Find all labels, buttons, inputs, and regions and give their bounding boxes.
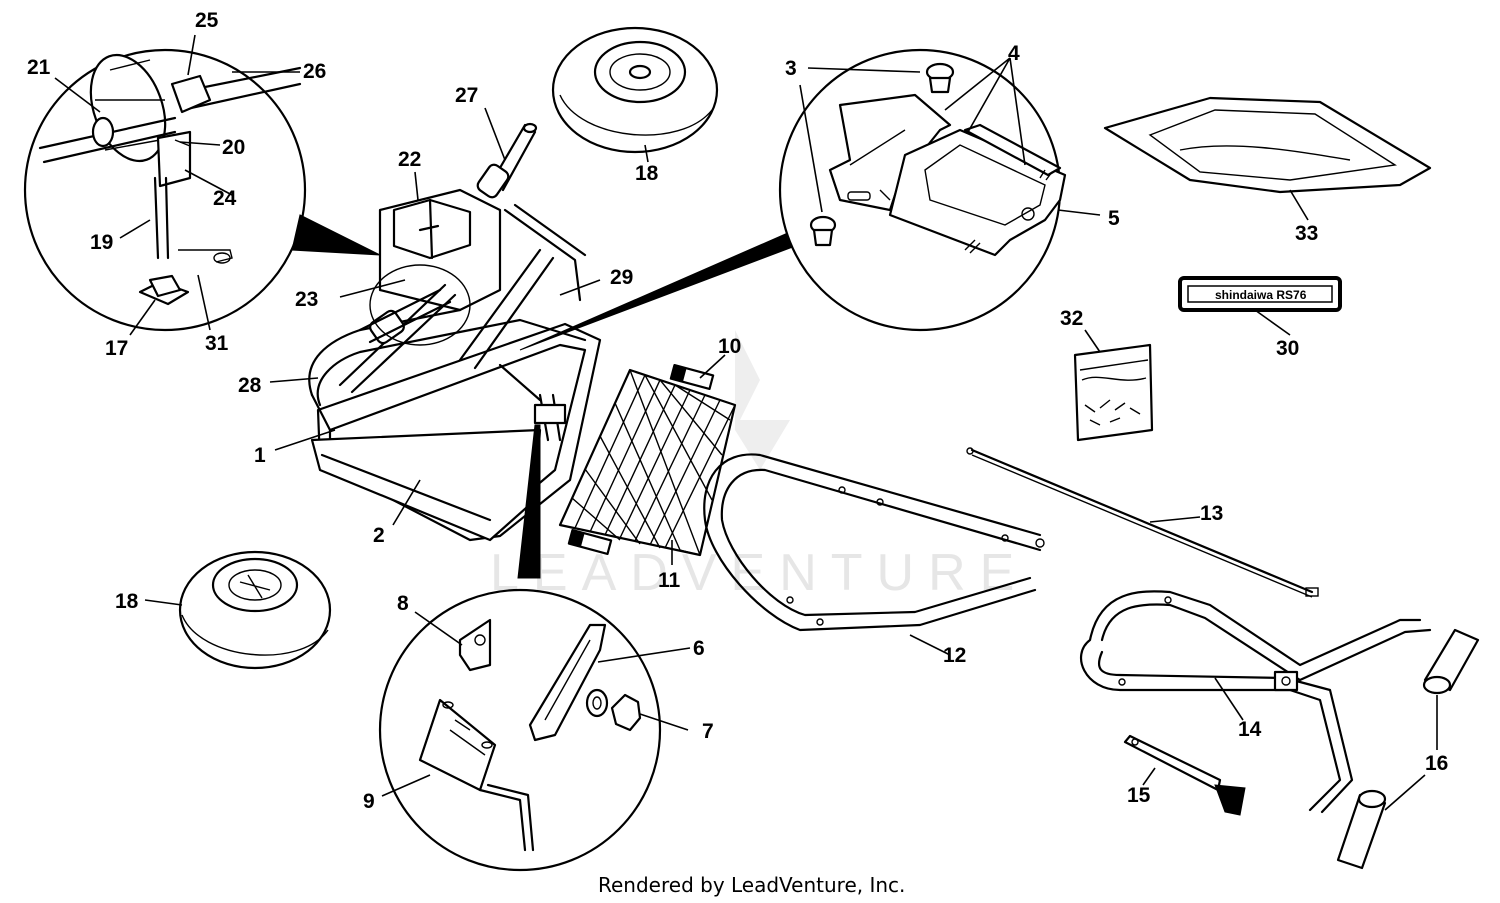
callout-23: 23	[295, 288, 318, 311]
callout-13: 13	[1200, 502, 1223, 525]
callout-29: 29	[610, 266, 633, 289]
callout-6: 6	[693, 637, 705, 660]
grip-top	[1422, 628, 1480, 695]
callout-11: 11	[658, 569, 681, 592]
push-handle	[1079, 590, 1432, 814]
callout-4: 4	[1008, 42, 1020, 65]
callout-30: 30	[1276, 337, 1299, 360]
callout-19: 19	[90, 231, 113, 254]
footer-credit: Rendered by LeadVenture, Inc.	[598, 873, 905, 897]
callout-17: 17	[105, 337, 128, 360]
watermark-logo	[735, 330, 790, 470]
callout-18-bottom: 18	[115, 590, 139, 613]
watermark: LEADVENTURE	[490, 544, 1028, 602]
callout-10: 10	[718, 335, 741, 358]
callout-labels: 25 21 26 20 24 19 31 17 22 23 27 28 29 1…	[27, 9, 1448, 813]
callout-24: 24	[213, 187, 237, 210]
callout-25: 25	[195, 9, 219, 32]
handle-frame	[703, 453, 1045, 632]
callout-18-top: 18	[635, 162, 659, 185]
decal-label: shindaiwa RS76	[1215, 288, 1307, 302]
callout-28: 28	[238, 374, 262, 397]
control-rod	[966, 447, 1319, 598]
callout-20: 20	[222, 136, 245, 159]
cover-bag	[1103, 96, 1432, 194]
callout-22: 22	[398, 148, 421, 171]
callout-8: 8	[397, 592, 409, 615]
callout-32: 32	[1060, 307, 1083, 330]
wheel-top	[551, 26, 719, 154]
callout-21: 21	[27, 56, 51, 79]
callout-1: 1	[254, 444, 266, 467]
callout-27: 27	[455, 84, 478, 107]
spreader-body	[308, 122, 602, 542]
detail-pointer	[291, 214, 381, 256]
callout-2: 2	[373, 524, 385, 547]
callout-7: 7	[702, 720, 714, 743]
callout-12: 12	[943, 644, 966, 667]
leader-lines	[54, 34, 1438, 811]
decal: shindaiwa RS76	[1178, 276, 1342, 312]
grip-bottom	[1336, 789, 1387, 870]
detail-pointer-3	[517, 424, 541, 579]
hardware-bag	[1073, 343, 1154, 442]
wheel-bottom	[178, 550, 332, 670]
chute-detail	[778, 48, 1067, 332]
control-detail	[378, 588, 662, 872]
callout-9: 9	[363, 790, 375, 813]
callout-3-top: 3	[785, 57, 797, 80]
callout-15: 15	[1127, 784, 1151, 807]
callout-33: 33	[1295, 222, 1318, 245]
callout-14: 14	[1238, 718, 1262, 741]
callout-26: 26	[303, 60, 326, 83]
screen	[558, 363, 737, 557]
gearbox-detail	[23, 48, 381, 332]
shift-lever	[1123, 734, 1246, 816]
callout-16: 16	[1425, 752, 1448, 775]
callout-31: 31	[205, 332, 229, 355]
callout-5: 5	[1108, 207, 1120, 230]
